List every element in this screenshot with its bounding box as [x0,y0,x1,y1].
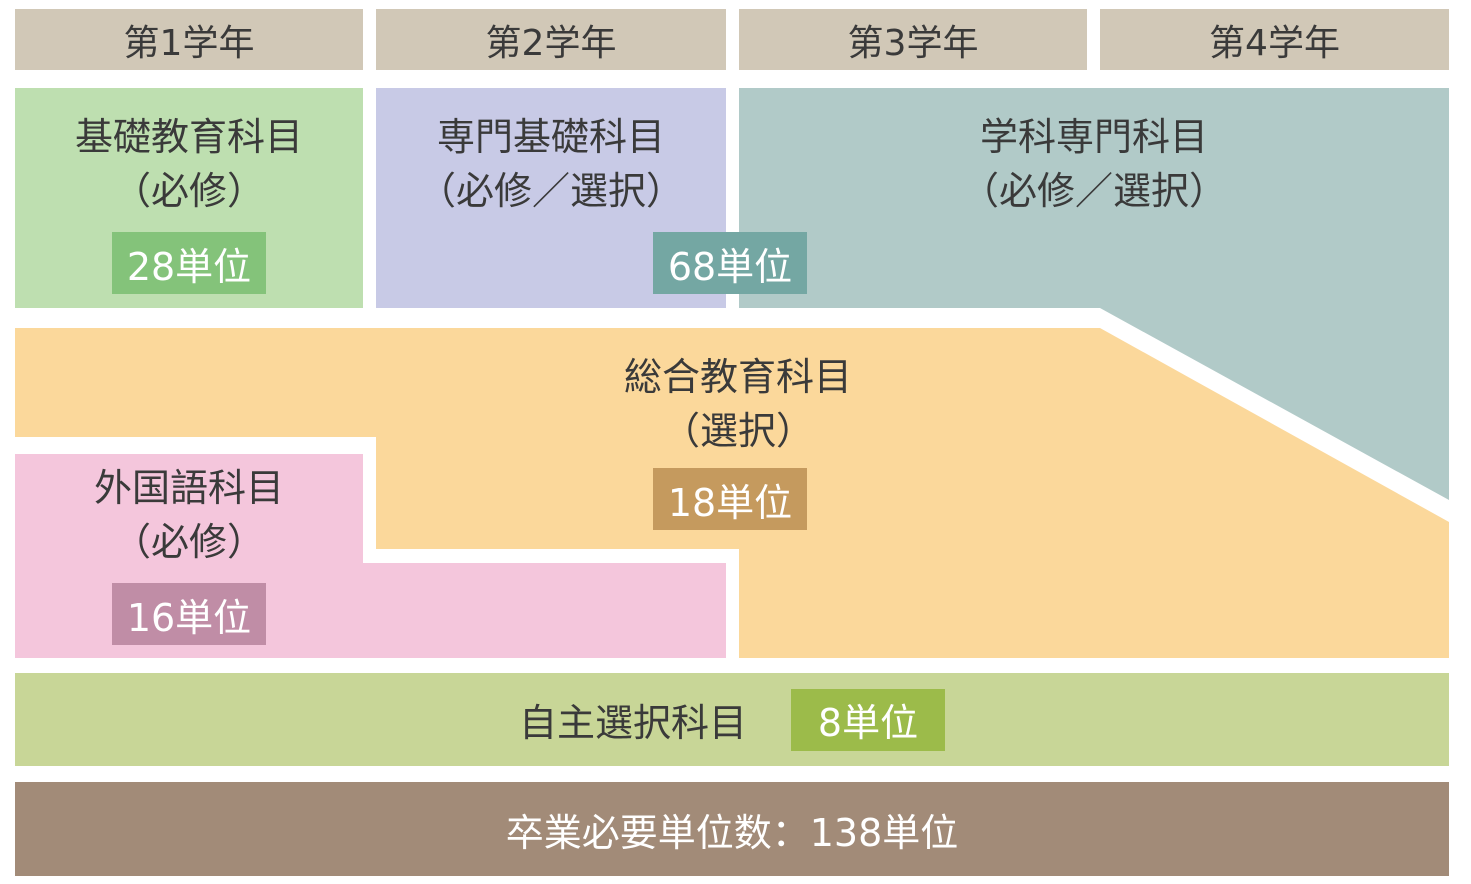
jishu-bar: 自主選択科目 8単位 [15,673,1449,766]
block-gakka [739,88,1449,500]
gakka-note: （必修／選択） [960,169,1227,213]
gaikoku-title: 外国語科目 [93,466,284,510]
gaikoku-credits-badge: 16単位 [112,583,266,645]
year-header-2: 第2学年 [376,9,726,70]
gaikoku-note: （必修） [112,520,265,564]
kiso-label: 基礎教育科目 （必修） [15,110,363,218]
senmon-kiso-title: 専門基礎科目 [436,115,665,159]
kiso-credits-badge: 28単位 [112,232,266,294]
sogo-label: 総合教育科目 （選択） [500,350,976,458]
senmon-kiso-note: （必修／選択） [417,169,684,213]
sogo-note: （選択） [661,409,814,453]
gakka-title: 学科専門科目 [979,115,1208,159]
sogo-credits-badge: 18単位 [653,468,807,530]
gakka-credits-badge: 68単位 [653,232,807,294]
total-credits-label: 卒業必要単位数：138単位 [505,810,959,855]
year-header-3: 第3学年 [739,9,1087,70]
kiso-note: （必修） [112,169,265,213]
senmon-kiso-label: 専門基礎科目 （必修／選択） [376,110,726,218]
kiso-title: 基礎教育科目 [74,115,303,159]
gaikoku-label: 外国語科目 （必修） [15,461,363,569]
jishu-credits-badge: 8単位 [791,688,945,751]
sogo-title: 総合教育科目 [623,355,852,399]
year-header-1: 第1学年 [15,9,363,70]
year-header-4: 第4学年 [1100,9,1449,70]
gakka-label: 学科専門科目 （必修／選択） [739,110,1449,218]
jishu-title: 自主選択科目 [518,701,747,745]
total-credits-bar: 卒業必要単位数：138単位 [15,782,1449,876]
